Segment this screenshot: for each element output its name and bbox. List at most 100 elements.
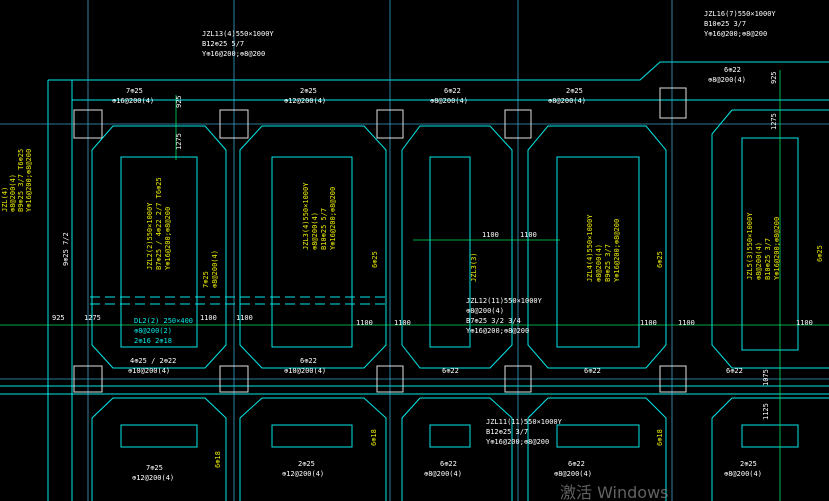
label: Y⊕16@200;⊕8@200 [466, 327, 529, 335]
label: B12⊕25 3/7 [486, 428, 528, 436]
rebar-label: 6⊕22 [726, 367, 743, 375]
rebar-label: 6⊕22 [568, 460, 585, 468]
dim: 1100 [678, 319, 695, 327]
columns [73, 87, 687, 393]
label: Y⊕16@200;⊕8@200 [329, 187, 337, 250]
label: B7⊕25 / 4⊕22 2/7 T6⊕25 [155, 177, 163, 270]
dl-beam-dashes [90, 296, 386, 305]
label: JZL4(4)550×1000Y [586, 214, 594, 282]
label: B10⊕25 5/7 [320, 208, 328, 250]
rebar-label: 7⊕25 [126, 87, 143, 95]
vertical-beam-labels: JZL2(2)550×1000Y B7⊕25 / 4⊕22 2/7 T6⊕25 … [146, 177, 824, 288]
rebar-label: 2⊕25 [740, 460, 757, 468]
dim: 1275 [84, 314, 101, 322]
label: B10⊕25 3/7 [764, 238, 772, 280]
dimension-lines [0, 70, 829, 501]
mid-beam2-annotation: JZL11(11)550×1000Y B12⊕25 3/7 Y⊕16@200;⊕… [486, 418, 563, 446]
rebar-label: 6⊕22 [724, 66, 741, 74]
top-annotation-right: JZL16(7)550×1000Y B10⊕25 3/7 Y⊕16@200;⊕8… [704, 10, 776, 38]
bottom-rebar-labels: 4⊕25 / 2⊕22 ⊕10@200(4) 6⊕22 ⊕10@200(4) 6… [128, 357, 743, 375]
rebar-label: 2⊕25 [566, 87, 583, 95]
label: Y⊕16@200;⊕8@200 [486, 438, 549, 446]
mid-beam-annotation: JZL12(11)550×1000Y ⊕8@200(4) B7⊕25 3/2 3… [466, 297, 543, 335]
label: ⊕8@200(4) [211, 250, 219, 288]
label: Y⊕16@200;⊕8@200 [773, 217, 781, 280]
label: Y⊕16@200;⊕8@200 [613, 219, 621, 282]
rebar-label: ⊕8@200(4) [708, 76, 746, 84]
label: JZL16(7)550×1000Y [704, 10, 776, 18]
rebar-label: ⊕12@200(4) [132, 474, 174, 482]
label: 6⊕25 [371, 251, 379, 268]
rebar-label: 6⊕18 [214, 451, 222, 468]
label: 7⊕25 [202, 271, 210, 288]
openings [120, 137, 799, 448]
dim: 1100 [236, 314, 253, 322]
dim: 1275 [175, 133, 183, 150]
cap-outlines [91, 109, 829, 501]
label: 6⊕25 [816, 245, 824, 262]
dim: 1100 [520, 231, 537, 239]
dim: 1100 [200, 314, 217, 322]
dim: 925 [175, 95, 183, 108]
label: JZL(4) [1, 187, 9, 212]
label: ⊕8@200(2) [134, 327, 172, 335]
label: ⊕8@200(4) [9, 174, 17, 212]
label: JZL3(3) [470, 252, 478, 282]
rebar-label: ⊕8@200(4) [548, 97, 586, 105]
label: B9⊕25 3/7 T6⊕25 [17, 149, 25, 212]
dim: 925 [52, 314, 65, 322]
dim: 1125 [762, 403, 770, 420]
label: JZL2(2)550×1000Y [146, 202, 154, 270]
label: ⊕8@200(4) [755, 242, 763, 280]
rebar-label: ⊕8@200(4) [430, 97, 468, 105]
rebar-label: 6⊕22 [584, 367, 601, 375]
rebar-label: ⊕8@200(4) [554, 470, 592, 478]
label: JZL3(4)550×1000Y [302, 182, 310, 250]
dim: 1100 [482, 231, 499, 239]
label: B10⊕25 3/7 [704, 20, 746, 28]
rebar-label: ⊕10@200(4) [128, 367, 170, 375]
label: B9⊕25 3/7 [604, 244, 612, 282]
label: ⊕8@200(4) [466, 307, 504, 315]
label: Y⊕16@200;⊕8@200 [704, 30, 767, 38]
dim: 9⊕25 7/2 [62, 232, 70, 266]
dim: 1100 [796, 319, 813, 327]
dl-label: DL2(2) 250×400 ⊕8@200(2) 2⊕16 2⊕18 [134, 317, 193, 345]
dim: 1075 [762, 369, 770, 386]
rebar-label: 6⊕22 [442, 367, 459, 375]
rebar-label: 6⊕18 [656, 429, 664, 446]
label: DL2(2) 250×400 [134, 317, 193, 325]
label: Y⊕16@200;⊕8@200 [164, 207, 172, 270]
label: JZL11(11)550×1000Y [486, 418, 563, 426]
label: B7⊕25 3/2 3/4 [466, 317, 521, 325]
rebar-label: 6⊕22 [300, 357, 317, 365]
label: ⊕8@200(4) [595, 244, 603, 282]
activation-watermark: 激活 Windows [560, 483, 669, 501]
rebar-label: ⊕16@200(4) [112, 97, 154, 105]
rebar-label: ⊕8@200(4) [724, 470, 762, 478]
rebar-label: 4⊕25 / 2⊕22 [130, 357, 176, 365]
dim: 925 [770, 71, 778, 84]
label: Y⊕16@200;⊕8@200 [25, 149, 33, 212]
rebar-label: 2⊕25 [298, 460, 315, 468]
label: 6⊕25 [656, 251, 664, 268]
top-annotation-left: JZL13(4)550×1000Y B12⊕25 5/7 Y⊕16@200;⊕8… [202, 30, 274, 58]
dim: 1100 [640, 319, 657, 327]
rebar-label: ⊕10@200(4) [284, 367, 326, 375]
label: JZL12(11)550×1000Y [466, 297, 543, 305]
label: B12⊕25 5/7 [202, 40, 244, 48]
dimension-text: 925 1275 1100 1100 1100 1100 1100 1100 1… [52, 71, 813, 420]
label: ⊕8@200(4) [311, 212, 319, 250]
rebar-label: 6⊕22 [444, 87, 461, 95]
rebar-label: ⊕8@200(4) [424, 470, 462, 478]
label: 2⊕16 2⊕18 [134, 337, 172, 345]
label: JZL5(3)550×1000Y [746, 212, 754, 280]
rebar-label: 7⊕25 [146, 464, 163, 472]
dim: 1100 [394, 319, 411, 327]
dim: 1275 [770, 113, 778, 130]
top-rebar-labels: 7⊕25 ⊕16@200(4) 2⊕25 ⊕12@200(4) 6⊕22 ⊕8@… [112, 66, 746, 105]
rebar-label: ⊕12@200(4) [282, 470, 324, 478]
